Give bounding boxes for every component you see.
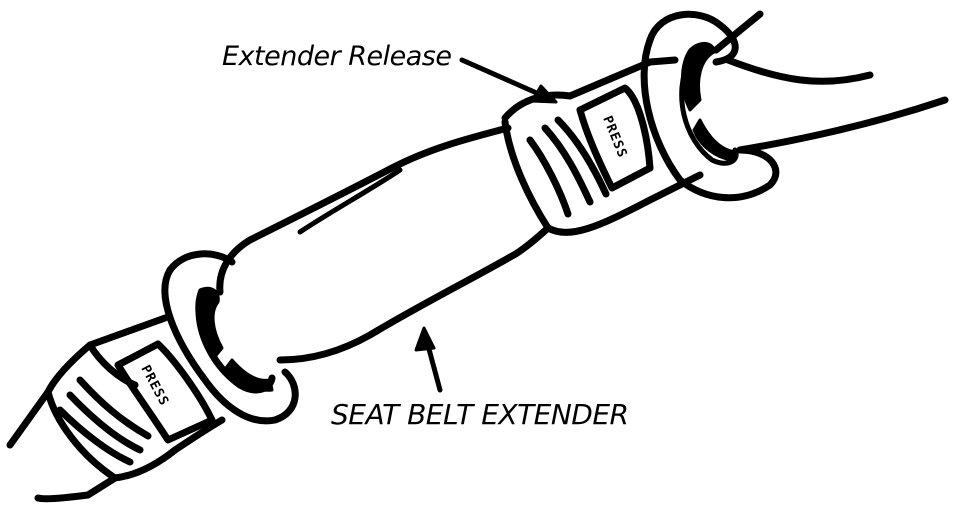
upper-press-button: PRESS	[576, 84, 654, 192]
upper-press-text: PRESS	[599, 114, 629, 161]
upper-buckle	[501, 10, 780, 236]
seat-belt-extender-arrow	[414, 326, 443, 393]
right-belt-strap	[712, 10, 949, 154]
lower-ring	[161, 250, 299, 425]
left-belt-strap	[6, 388, 119, 503]
seat-belt-extender-label: SEAT BELT EXTENDER	[331, 398, 629, 431]
extender-webbing	[216, 124, 552, 364]
extender-release-arrow	[459, 57, 558, 104]
extender-release-label: Extender Release	[222, 41, 452, 72]
